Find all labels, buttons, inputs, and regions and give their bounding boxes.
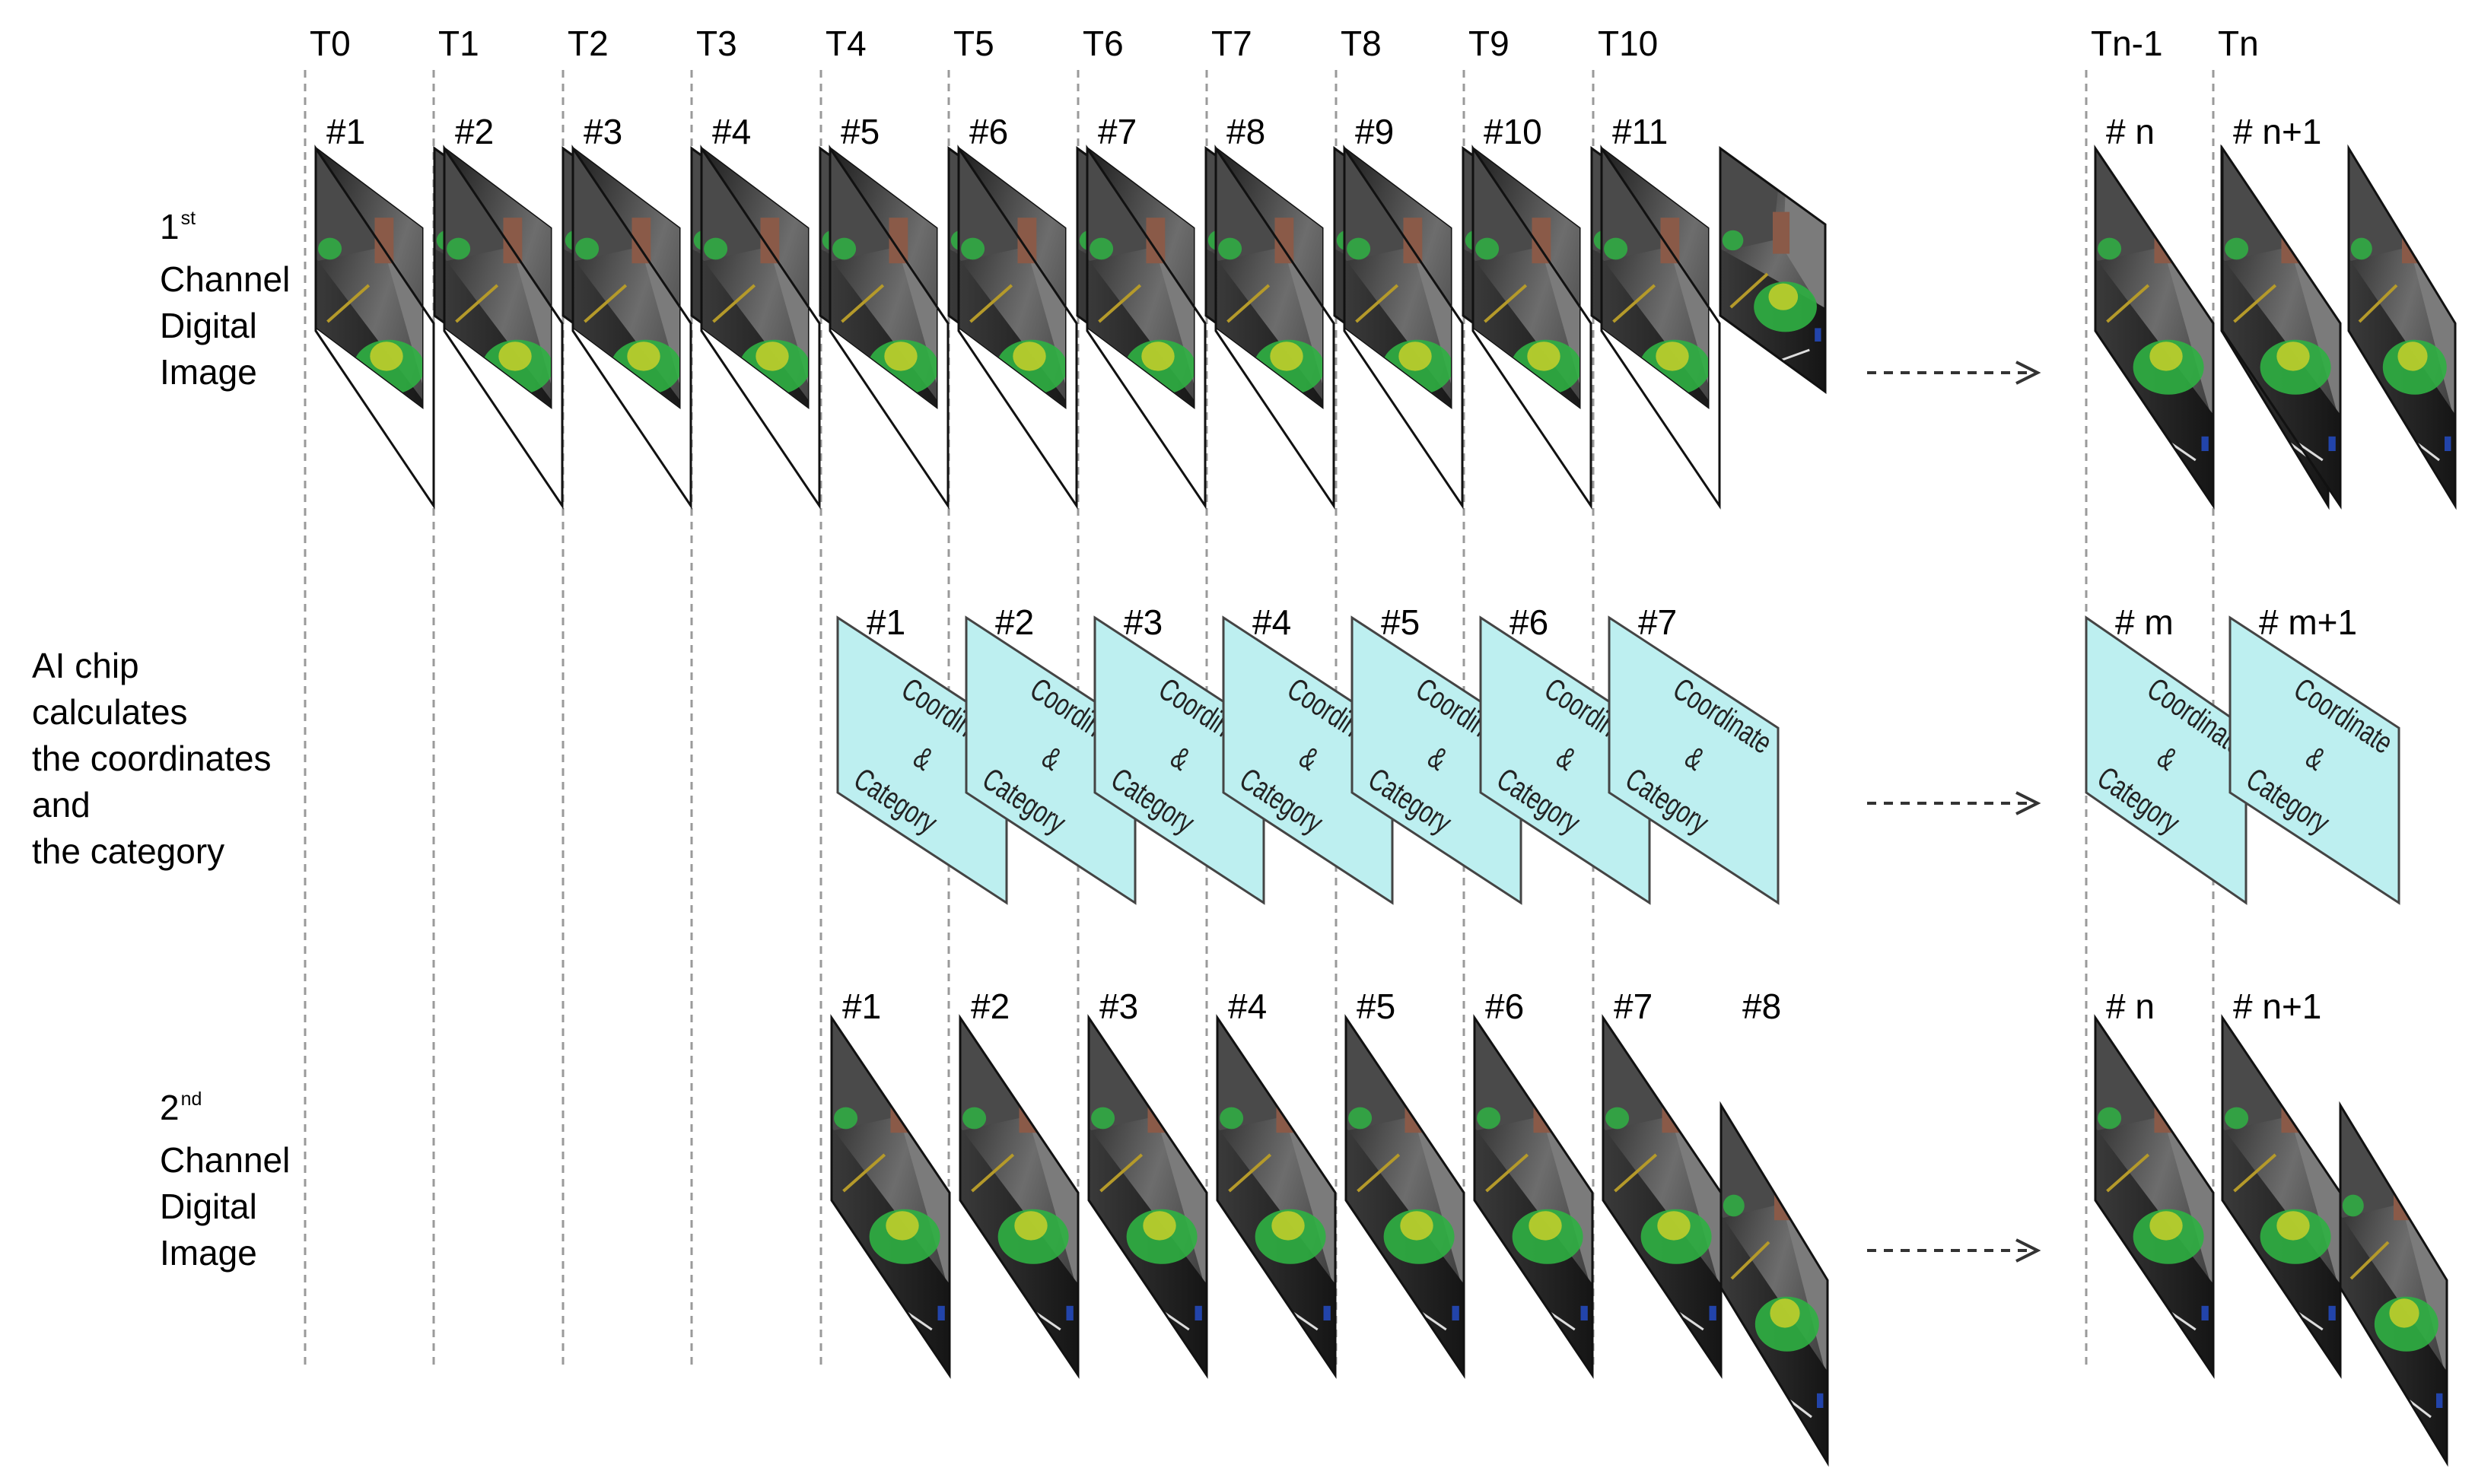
frame-number-label: # n+1	[2233, 112, 2322, 151]
camera-frame-image	[1343, 145, 1464, 510]
continuation-arrow-row2	[1867, 791, 2041, 815]
camera-frame-image	[314, 145, 435, 510]
time-label: Tn-1	[2091, 24, 2163, 63]
camera-frame-image	[829, 145, 950, 510]
channel1-label: 1st Channel Digital Image	[160, 207, 291, 392]
frame-number-label: #1	[867, 602, 906, 642]
frame-number-label: #8	[1742, 987, 1782, 1026]
frame-number-label: #7	[1614, 987, 1653, 1026]
camera-frame-image	[2094, 145, 2215, 510]
frame-number-label: #1	[842, 987, 882, 1026]
ai-result-panel: Coordinate&Category	[2085, 615, 2252, 905]
time-label: Tn	[2218, 24, 2259, 63]
camera-frame-image	[1087, 1014, 1208, 1379]
frame-number-label: #8	[1226, 112, 1266, 151]
ai-result-panel: Coordinate&Category	[1222, 615, 1394, 905]
camera-frame-image	[2221, 145, 2342, 510]
frame-number-label: #6	[1509, 602, 1549, 642]
frame-number-label: #3	[1099, 987, 1139, 1026]
time-label: T7	[1211, 24, 1252, 63]
camera-frame-image	[1471, 145, 1592, 510]
frame-number-label: # n+1	[2233, 987, 2322, 1026]
camera-frame-image	[700, 145, 821, 510]
frame-number-label: #2	[971, 987, 1010, 1026]
camera-frame-image	[571, 145, 692, 510]
time-label: T0	[310, 24, 351, 63]
camera-frame-image	[1473, 1014, 1594, 1379]
ai-result-panel: Coordinate&Category	[1608, 615, 1780, 905]
frame-number-label: # n	[2106, 987, 2155, 1026]
camera-frame-image	[959, 1014, 1080, 1379]
camera-frame-image	[830, 1014, 951, 1379]
frame-number-label: #7	[1098, 112, 1137, 151]
time-label: T3	[696, 24, 737, 63]
frame-number-label: #6	[969, 112, 1009, 151]
camera-frame-image	[1216, 1014, 1337, 1379]
ai-result-panel: Coordinate&Category	[2228, 615, 2400, 905]
frame-number-label: #4	[1228, 987, 1268, 1026]
frame-number-label: #5	[1381, 602, 1420, 642]
frame-number-label: # m+1	[2259, 602, 2358, 642]
frame-number-label: # n	[2106, 112, 2155, 151]
camera-frame-image	[2339, 1101, 2448, 1467]
frame-number-label: #11	[1612, 112, 1669, 151]
camera-frame-image	[957, 145, 1078, 510]
camera-frame-image	[2094, 1014, 2215, 1379]
time-label: T2	[568, 24, 609, 63]
frame-number-label: #7	[1638, 602, 1678, 642]
time-label: T8	[1341, 24, 1382, 63]
frame-number-label: #4	[712, 112, 752, 151]
time-label: T6	[1083, 24, 1124, 63]
camera-frame-image	[443, 145, 564, 510]
frame-number-label: #10	[1484, 112, 1542, 151]
camera-frame-image	[2221, 1014, 2342, 1379]
camera-frame-image	[1344, 1014, 1465, 1379]
camera-frame-image	[1719, 1101, 1829, 1467]
frame-number-label: #2	[995, 602, 1035, 642]
frame-number-label: #3	[584, 112, 623, 151]
frame-number-label: #1	[326, 112, 366, 151]
continuation-arrow-row1	[1867, 361, 2041, 385]
continuation-arrow-row3	[1867, 1238, 2041, 1263]
frame-number-label: #4	[1252, 602, 1292, 642]
channel2-label: 2nd Channel Digital Image	[160, 1088, 291, 1273]
ai-chip-label: AI chip calculates the coordinates and t…	[32, 646, 272, 871]
camera-frame-image	[1086, 145, 1207, 510]
camera-frame-image	[2347, 144, 2457, 510]
time-label: T10	[1598, 24, 1659, 63]
camera-frame-image	[1719, 146, 1827, 394]
time-label: T1	[438, 24, 479, 63]
camera-frame-image	[1214, 145, 1335, 510]
frame-number-label: #9	[1355, 112, 1395, 151]
frame-number-label: #5	[841, 112, 880, 151]
camera-frame-image	[1600, 145, 1721, 510]
frame-number-label: #2	[455, 112, 495, 151]
frame-number-label: #6	[1485, 987, 1525, 1026]
time-label: T9	[1468, 24, 1509, 63]
frame-number-label: #3	[1124, 602, 1163, 642]
camera-frame-image	[1602, 1014, 1723, 1379]
time-label: T4	[826, 24, 867, 63]
frame-number-label: # m	[2115, 602, 2174, 642]
frame-number-label: #5	[1357, 987, 1396, 1026]
time-label: T5	[953, 24, 994, 63]
